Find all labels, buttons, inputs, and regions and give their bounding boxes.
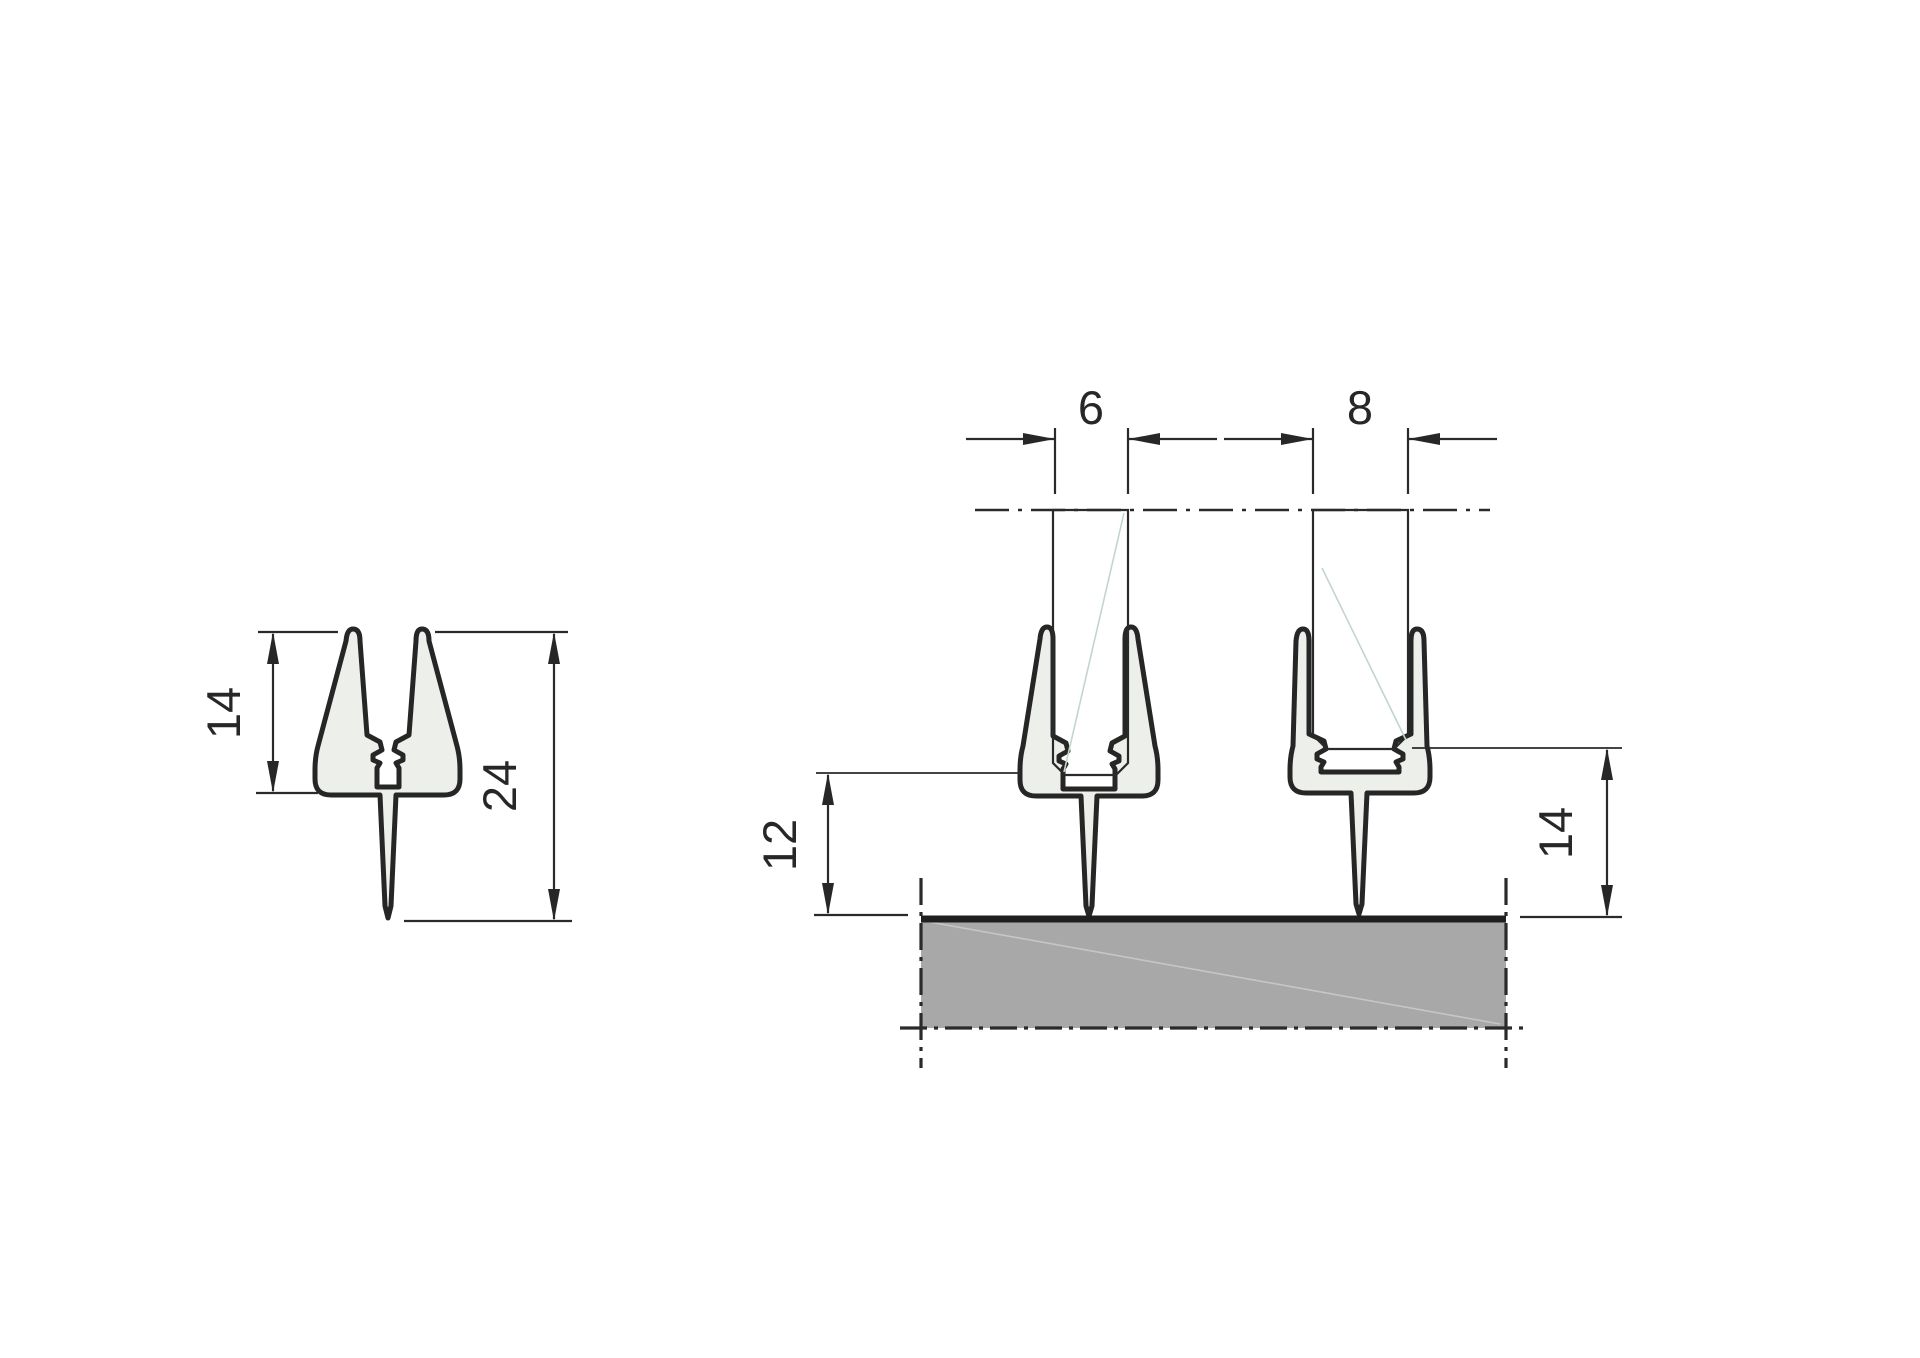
assembly-view: 6 8 12 14 bbox=[753, 381, 1622, 1068]
arrowhead-up-icon bbox=[548, 632, 560, 664]
dimension-8: 8 bbox=[1224, 381, 1497, 494]
dimension-value: 12 bbox=[753, 819, 806, 871]
arrowhead-up-icon bbox=[822, 773, 834, 805]
arrowhead-down-icon bbox=[1601, 885, 1613, 917]
dimension-12: 12 bbox=[753, 772, 1020, 917]
glass-reflection-line bbox=[1321, 567, 1407, 741]
dimension-value: 6 bbox=[1078, 381, 1104, 434]
glass-panel-8mm-body bbox=[1311, 508, 1410, 751]
glass-reflection-line bbox=[1063, 512, 1125, 773]
glass-panel-8mm bbox=[1311, 508, 1410, 751]
glass-panel-6mm-body bbox=[1051, 508, 1130, 777]
shower-tray bbox=[900, 878, 1528, 1068]
arrowhead-down-icon bbox=[822, 883, 834, 915]
seal-profile-6mm bbox=[1017, 624, 1161, 919]
glass-panel-6mm bbox=[1051, 508, 1130, 777]
dimension-6: 6 bbox=[966, 381, 1217, 494]
arrowhead-down-icon bbox=[548, 889, 560, 921]
dimension-24: 24 bbox=[404, 632, 572, 923]
dimension-14-left: 14 bbox=[197, 632, 318, 795]
arrowhead-left-icon bbox=[1128, 433, 1160, 445]
seal-profile-section bbox=[312, 626, 463, 921]
dimension-value: 24 bbox=[473, 760, 526, 812]
arrowhead-up-icon bbox=[267, 632, 279, 664]
tray-reflection-line bbox=[923, 920, 1501, 1025]
dimension-value: 8 bbox=[1347, 381, 1373, 434]
profile-view: 14 24 bbox=[197, 626, 572, 923]
seal-profile-8mm bbox=[1287, 626, 1433, 917]
arrowhead-right-icon bbox=[1281, 433, 1313, 445]
dimension-value: 14 bbox=[1529, 807, 1582, 859]
arrowhead-up-icon bbox=[1601, 748, 1613, 780]
dimension-value: 14 bbox=[197, 687, 250, 739]
arrowhead-right-icon bbox=[1023, 433, 1055, 445]
arrowhead-left-icon bbox=[1408, 433, 1440, 445]
dimension-14-right: 14 bbox=[1412, 747, 1622, 919]
arrowhead-down-icon bbox=[267, 761, 279, 793]
